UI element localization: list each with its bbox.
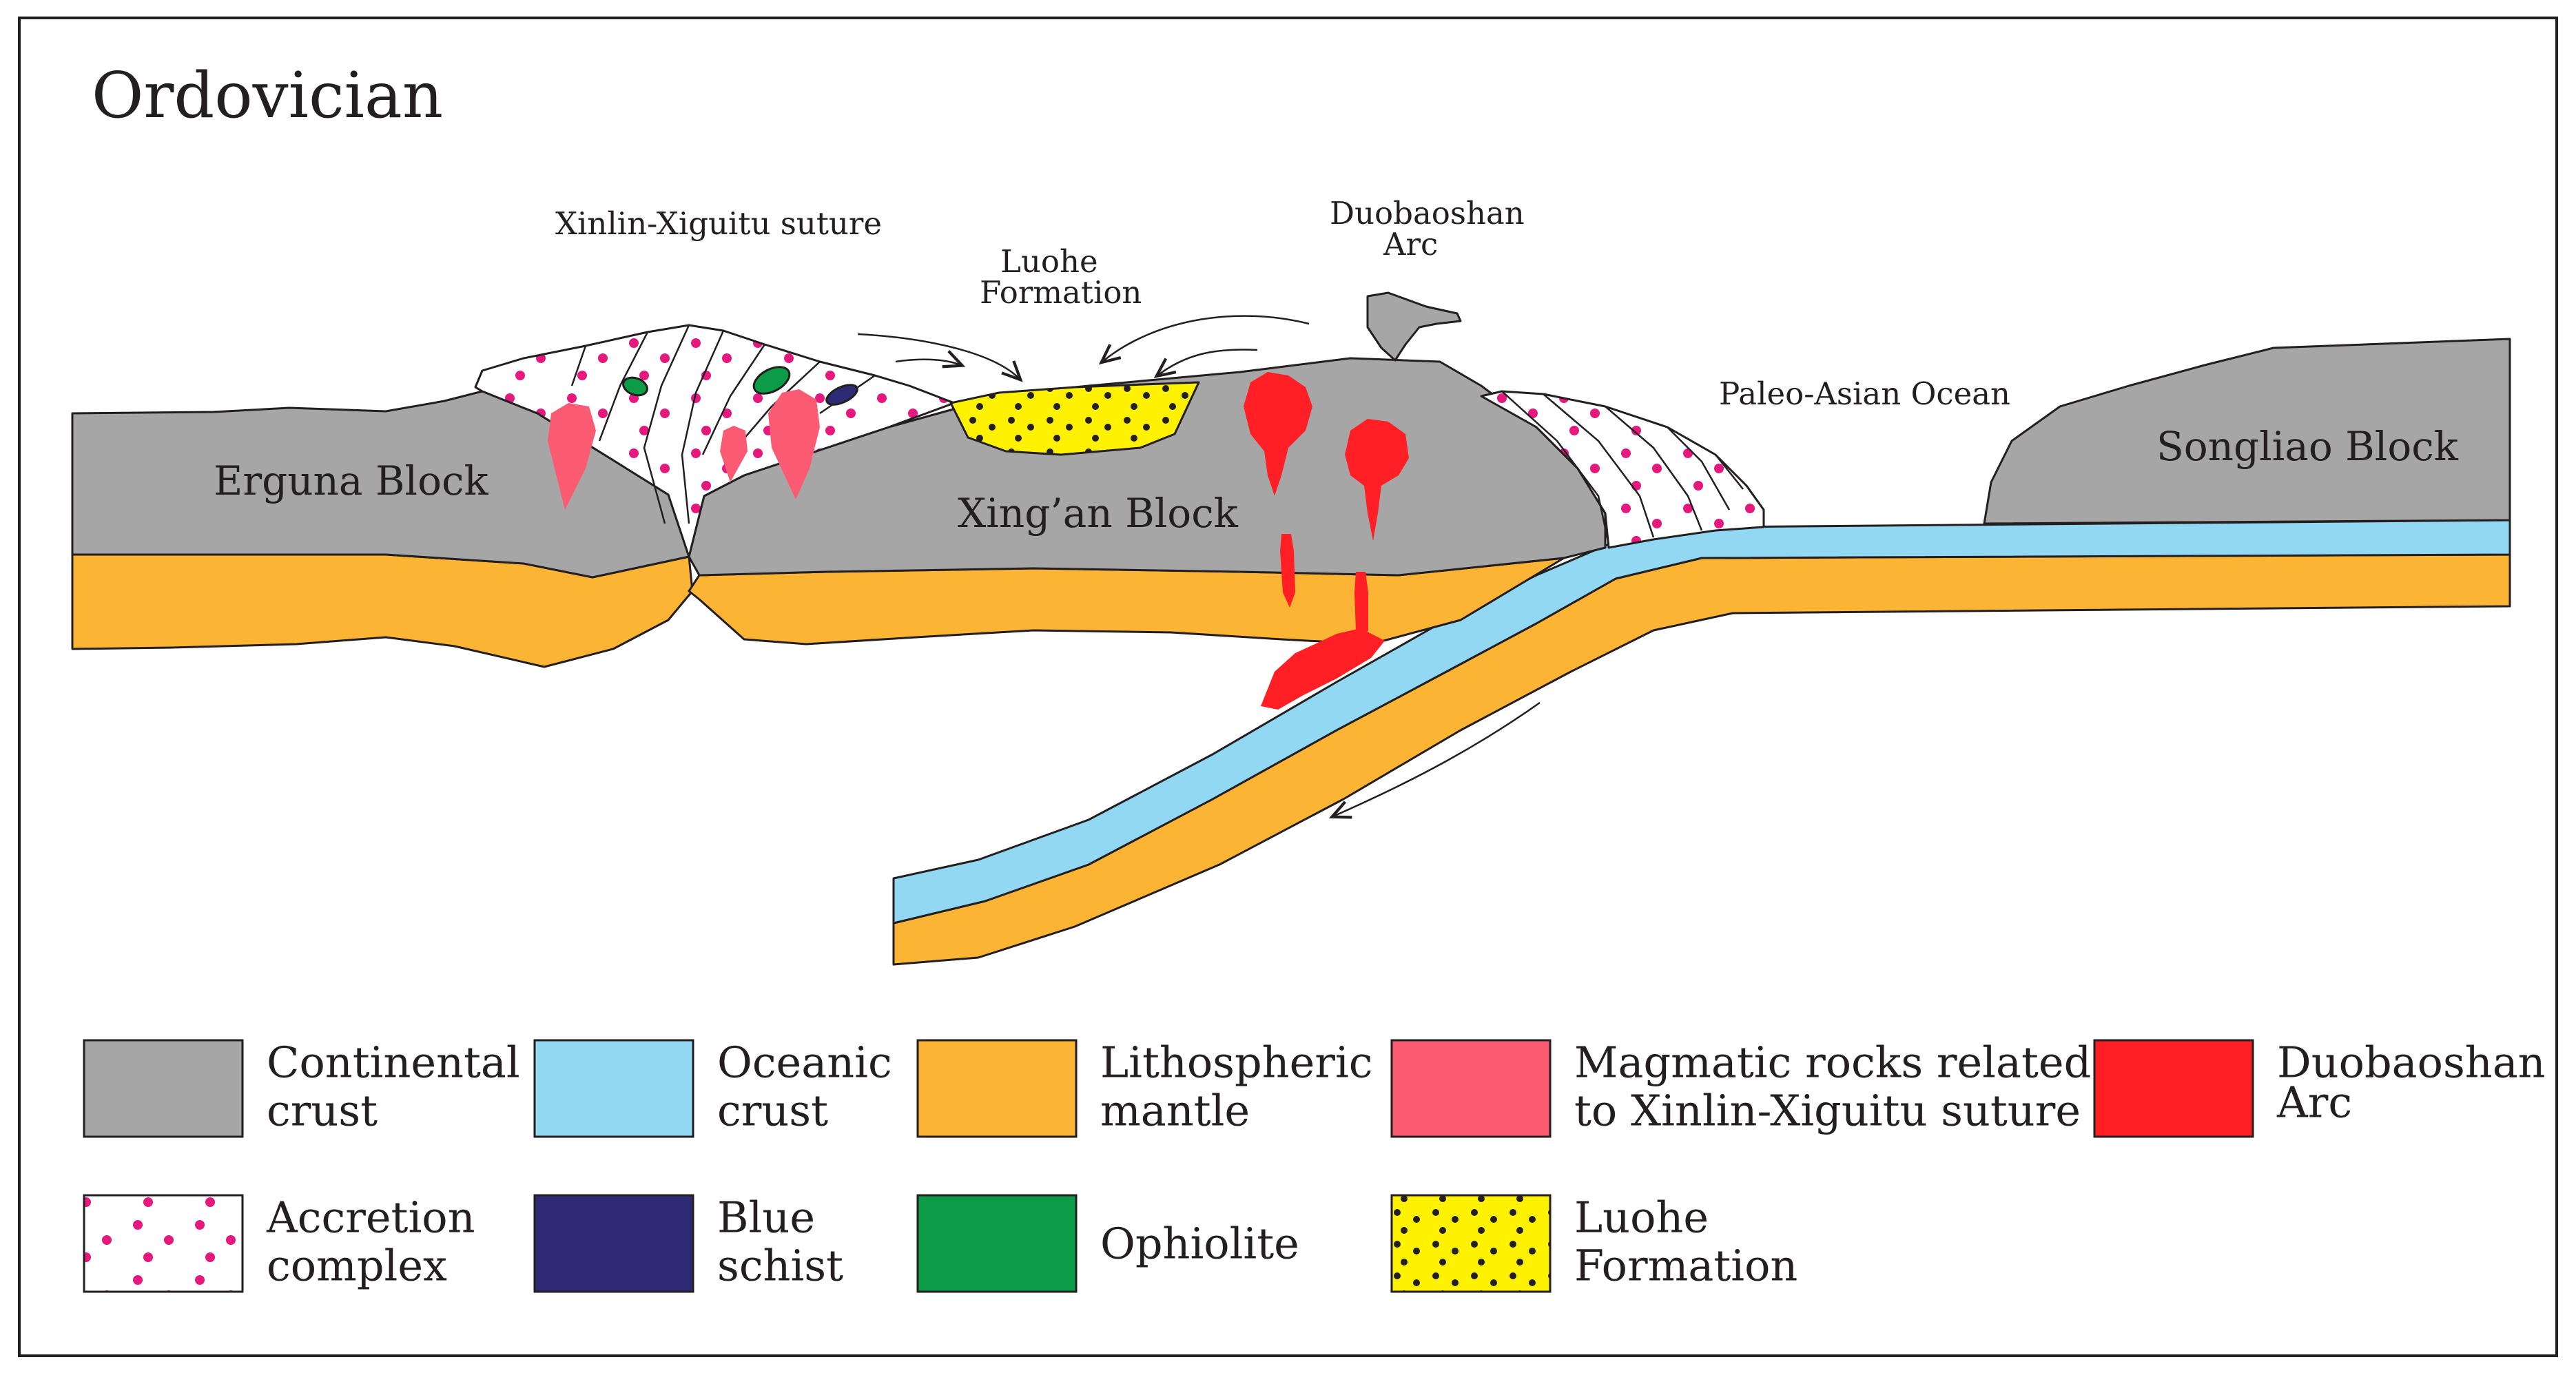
songliao-block-crust — [1983, 338, 2511, 525]
legend-label: schist — [717, 1241, 843, 1291]
legend-label: Blue — [717, 1193, 815, 1243]
arrow-subduction-direction — [1328, 701, 1541, 819]
legend-label: Continental — [267, 1038, 520, 1088]
legend-label: Duobaoshan — [2277, 1037, 2546, 1087]
label-luohe-formation-line1: Luohe — [1000, 243, 1098, 280]
suture-pluton — [768, 389, 820, 499]
label-songliao-block: Songliao Block — [2156, 423, 2459, 470]
legend-label: Magmatic rocks related — [1574, 1038, 2091, 1088]
legend-label: to Xinlin-Xiguitu suture — [1574, 1086, 2081, 1136]
ophiolite-pod — [622, 376, 648, 397]
arc-dyke — [1354, 572, 1368, 641]
legend-swatch — [2093, 1039, 2254, 1138]
label-paleo-asian-ocean: Paleo-Asian Ocean — [1719, 375, 2010, 412]
suture-pluton — [720, 426, 748, 482]
legend-swatch — [83, 1039, 244, 1138]
legend-label: Arc — [2276, 1077, 2352, 1127]
legend-swatch — [533, 1039, 694, 1138]
legend-label: Accretion — [266, 1193, 475, 1243]
suture-magmatic-bodies — [548, 389, 820, 510]
arrow-to-basin-left — [857, 333, 1023, 382]
legend-item-ophiolite: Ophiolite — [916, 1194, 1299, 1293]
legend-label: Formation — [1574, 1241, 1797, 1291]
arrow-to-basin-short — [895, 350, 966, 369]
label-luohe-formation-line2: Formation — [980, 274, 1142, 311]
blue-schist-pod — [825, 384, 858, 406]
legend-label: crust — [717, 1086, 828, 1136]
subducting-slab-oceanic-crust — [892, 519, 2511, 925]
arc-dyke — [1280, 534, 1295, 608]
duobaoshan-arc-magmatism — [1244, 372, 1409, 710]
arrow-from-arc-lower — [1153, 349, 1258, 379]
label-xinlin-xiguitu-suture: Xinlin-Xiguitu suture — [555, 205, 882, 242]
xinlin-accretion-complex — [474, 324, 956, 558]
legend-label: Lithospheric — [1100, 1038, 1373, 1088]
legend-label: Luohe — [1574, 1193, 1709, 1243]
arc-pluton — [1345, 419, 1409, 541]
ophiolite-pod — [752, 366, 791, 395]
legend-label: complex — [267, 1241, 447, 1291]
duobaoshan-arc-volcano — [1366, 291, 1462, 362]
legend: ContinentalcrustOceaniccrustLithospheric… — [83, 1037, 2546, 1293]
legend-label: crust — [267, 1086, 378, 1136]
accretion-fabric-lines-left — [570, 324, 876, 524]
arc-magma-chamber — [1261, 628, 1385, 710]
suture-pluton — [548, 403, 596, 510]
cross-section — [71, 291, 2511, 966]
legend-swatch — [1390, 1039, 1552, 1138]
luohe-formation-basin — [949, 381, 1200, 456]
figure-title: Ordovician — [92, 59, 443, 132]
legend-swatch — [916, 1194, 1078, 1293]
legend-swatch — [83, 1194, 244, 1293]
legend-label: Oceanic — [717, 1038, 892, 1088]
label-xingan-block: Xing’an Block — [958, 490, 1239, 537]
arc-pluton — [1244, 372, 1312, 496]
legend-swatch — [1390, 1194, 1552, 1293]
label-erguna-block: Erguna Block — [214, 457, 488, 504]
legend-label: mantle — [1100, 1086, 1250, 1136]
motion-arrows — [857, 315, 1541, 819]
accretion-fabric-lines-right — [1501, 391, 1744, 545]
legend-label: Ophiolite — [1100, 1219, 1299, 1269]
legend-swatch — [533, 1194, 694, 1293]
label-duobaoshan-arc-line2: Arc — [1383, 226, 1438, 262]
legend-swatch — [916, 1039, 1078, 1138]
label-duobaoshan-arc-line1: Duobaoshan — [1330, 195, 1525, 231]
arrow-from-arc-top — [1098, 315, 1310, 365]
